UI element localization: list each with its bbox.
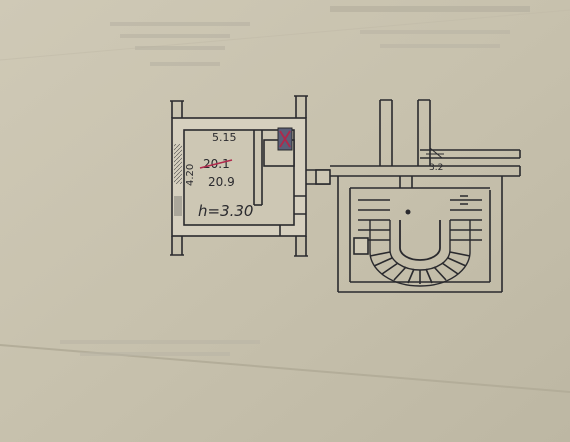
ink-dot bbox=[405, 209, 411, 215]
stamp-mark bbox=[277, 127, 293, 151]
paper-crease-2 bbox=[0, 9, 570, 61]
corridor-arrow bbox=[426, 147, 444, 159]
height-label: h=3.30 bbox=[198, 202, 253, 220]
faded-print-bleed bbox=[60, 6, 530, 356]
corridor-connector bbox=[306, 169, 331, 185]
area-old-strike bbox=[199, 159, 233, 169]
area-label: 20.9 bbox=[208, 175, 235, 189]
side-label: 4.20 bbox=[185, 164, 196, 186]
width-label: 5.15 bbox=[212, 131, 237, 144]
stair-block bbox=[330, 99, 521, 293]
corridor-label: 3.2 bbox=[429, 163, 443, 173]
